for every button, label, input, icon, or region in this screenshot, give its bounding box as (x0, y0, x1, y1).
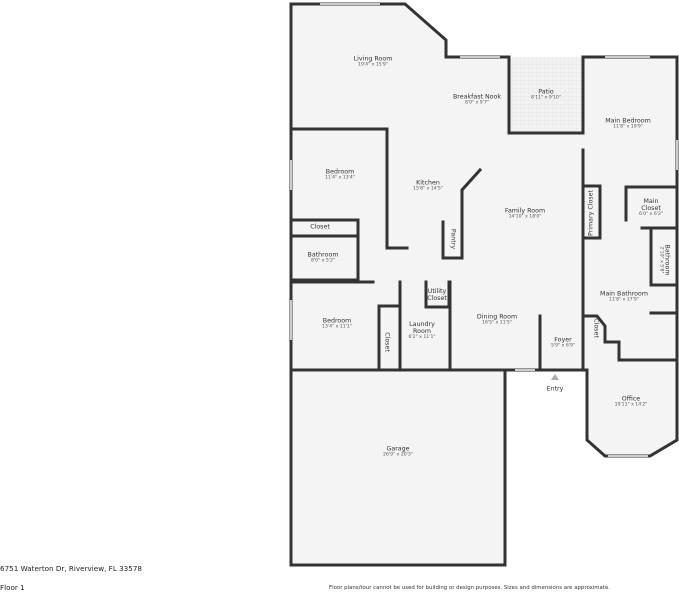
room-dims: 11'4" x 13'4" (325, 175, 355, 181)
room-dims: 8'11" x 9'10" (531, 95, 561, 101)
room-name: Bathroom (307, 251, 339, 259)
room-dims: 6'0" x 6'2" (638, 212, 664, 218)
room-name: Utility Closet (427, 287, 447, 302)
room-dims: 5'9" x 6'9" (550, 343, 576, 349)
room-name: Dining Room (476, 313, 518, 321)
room-dims: 10'11" x 14'2" (614, 402, 648, 408)
patio-floor (509, 57, 583, 133)
room-name: Kitchen (416, 179, 440, 187)
room-name: Laundry Room (409, 321, 435, 336)
room-name: Bedroom (325, 168, 355, 176)
room-closet: Closet (310, 223, 330, 230)
room-name: Closet (310, 223, 330, 231)
room-closet-3: Closet (592, 318, 600, 338)
room-dims: 11'8" x 17'9" (609, 297, 639, 303)
room-name: Family Room (504, 207, 546, 215)
room-pantry: Pantry (449, 228, 457, 250)
room-name: Primary Closet (587, 190, 595, 236)
room-dims: 26'9" x 20'3" (383, 452, 413, 458)
room-name: Bedroom (322, 317, 352, 325)
room-name: Pantry (449, 228, 457, 250)
garage-floor (291, 372, 505, 565)
room-name: Main Bedroom (605, 117, 651, 125)
windows (290, 3, 678, 457)
room-name: Garage (386, 445, 410, 453)
room-utility-closet: Utility Closet (425, 288, 449, 302)
room-dims: 15'8" x 14'5" (413, 186, 443, 192)
room-dims: 13'4" x 11'1" (322, 324, 352, 330)
room-primary-closet: Primary Closet (587, 190, 594, 236)
room-dims: 11'8" x 19'9" (613, 124, 643, 130)
room-dims: 16'5" x 11'5" (482, 320, 512, 326)
room-name: Living Room (353, 55, 393, 63)
disclaimer: Floor plans/tour cannot be used for buil… (329, 585, 610, 591)
room-entry: Entry (547, 385, 564, 392)
room-dims: 2'10" x 5'8" (658, 246, 664, 274)
room-dims: 6'2" x 11'1" (408, 335, 436, 341)
room-name: Office (621, 395, 641, 403)
room-name: Entry (546, 385, 564, 393)
room-name: Closet (592, 318, 600, 338)
room-dims: 8'0" x 5'2" (310, 258, 336, 264)
floor-label: Floor 1 (0, 583, 25, 592)
room-name: Closet (383, 332, 391, 352)
room-dims: 14'10" x 18'0" (508, 214, 542, 220)
room-name: Main Closet (641, 198, 661, 213)
room-name: Foyer (554, 336, 572, 344)
room-name: Main Bathroom (600, 290, 648, 298)
room-name: Breakfast Nook (452, 93, 502, 101)
room-name: Patio (538, 88, 554, 96)
room-name: Bathroom (663, 244, 671, 276)
entry-arrow-icon (551, 374, 559, 380)
room-dims: 19'4" x 15'9" (358, 62, 388, 68)
address: 6751 Waterton Dr, Riverview, FL 33578 (0, 564, 142, 573)
room-closet-2: Closet (383, 332, 391, 352)
room-dims: 8'0" x 9'7" (464, 100, 490, 106)
